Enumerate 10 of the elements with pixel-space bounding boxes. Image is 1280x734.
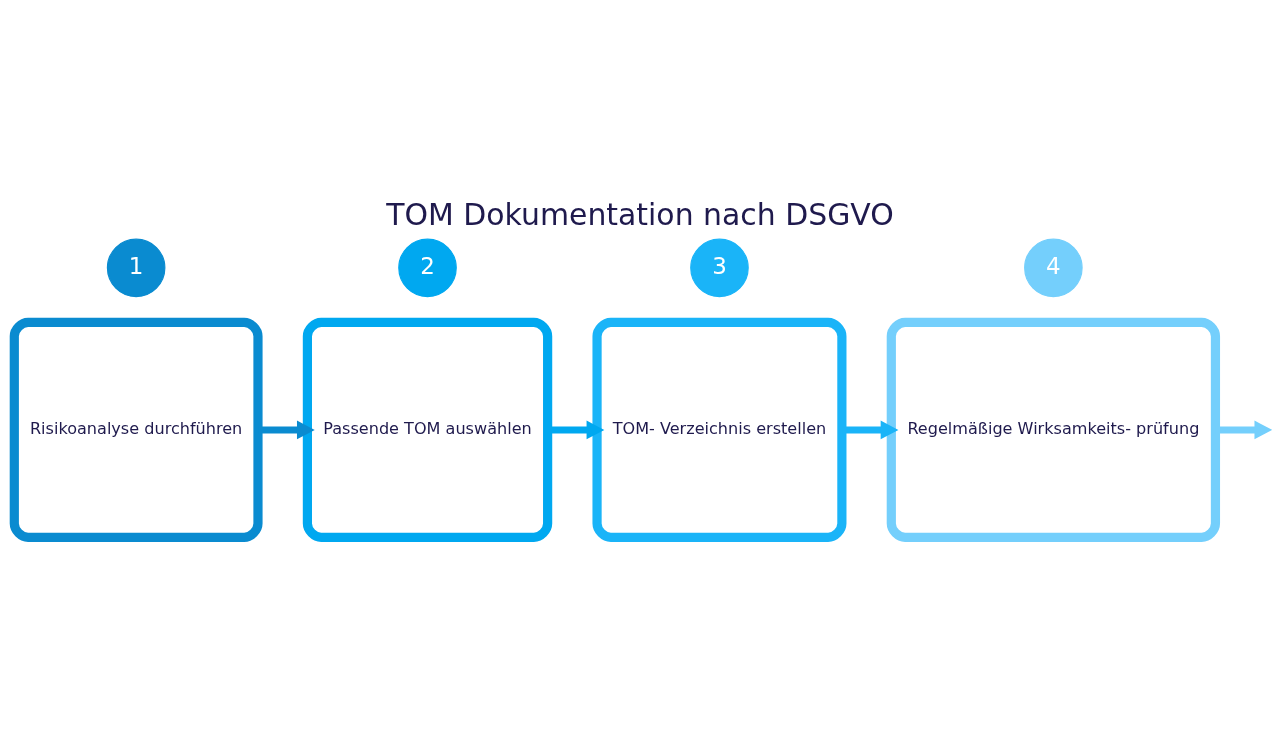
arrow bbox=[547, 420, 605, 440]
node-box: TOM- Verzeichnis erstellen bbox=[592, 317, 847, 542]
node-box: Passende TOM auswählen bbox=[302, 317, 553, 542]
node-circle: 1 bbox=[106, 238, 166, 298]
node-box: Regelmäßige Wirksamkeits- prüfung bbox=[886, 317, 1221, 542]
node-circle: 2 bbox=[398, 238, 457, 298]
node-box: Risikoanalyse durchführen bbox=[9, 317, 263, 542]
node-circle: 4 bbox=[1024, 238, 1083, 298]
node-circle: 3 bbox=[690, 238, 749, 298]
diagram-title: TOM Dokumentation nach DSGVO bbox=[386, 197, 894, 233]
